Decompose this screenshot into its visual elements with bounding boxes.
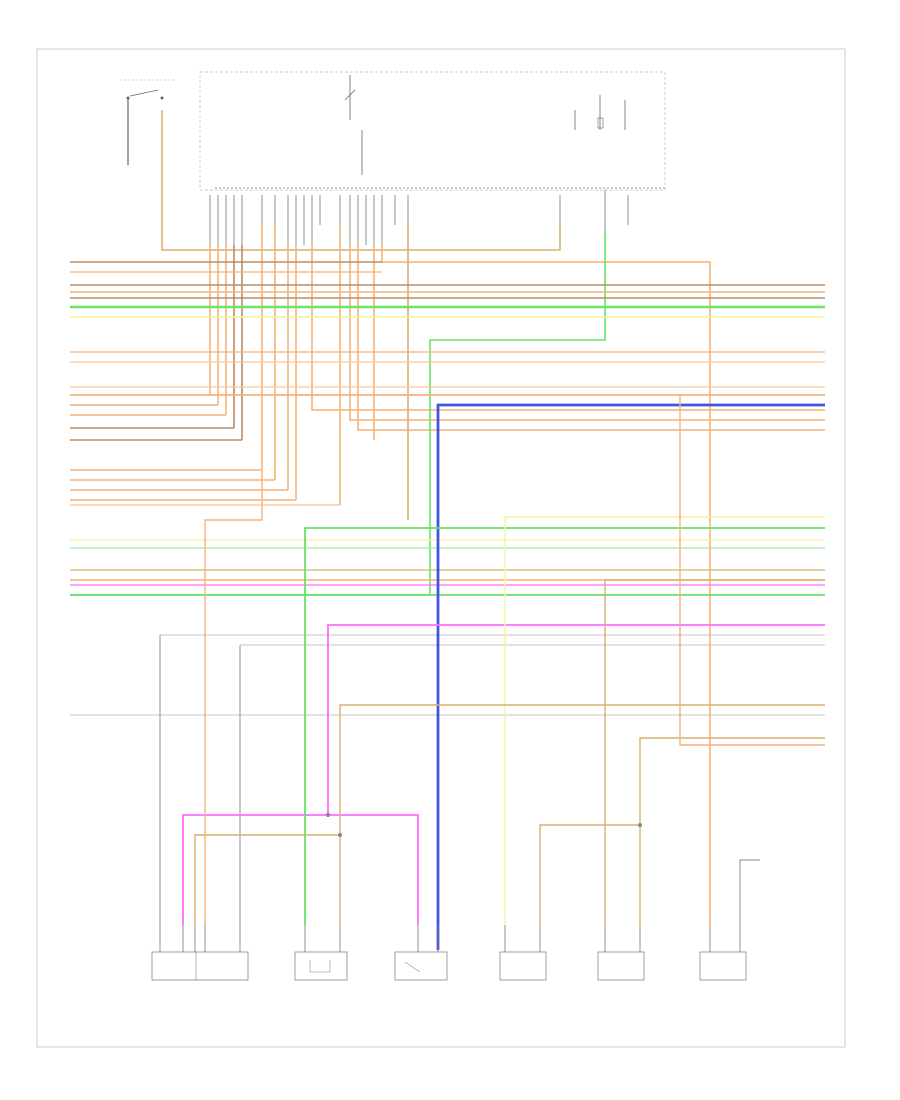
harness-lines bbox=[70, 261, 825, 716]
ecm-connector-block bbox=[199, 71, 666, 191]
fuse-block-right bbox=[574, 95, 626, 130]
iat-sensor bbox=[499, 951, 547, 981]
sensor-drops bbox=[159, 395, 825, 935]
pink-signal-wire bbox=[182, 624, 825, 925]
fuse-block-left bbox=[344, 75, 363, 175]
pink-signal-wire-2 bbox=[328, 814, 419, 925]
fuel-pump-relay bbox=[120, 79, 175, 165]
heated-o2-sensor-1 bbox=[151, 951, 249, 981]
knock-sensor bbox=[294, 951, 348, 981]
heated-o2-sensor-2 bbox=[699, 951, 747, 981]
blue-signal-wire bbox=[436, 403, 825, 950]
green-sensor-wire bbox=[304, 527, 825, 925]
splice-points bbox=[326, 813, 642, 837]
diagram-frame bbox=[36, 48, 846, 1048]
map-sensor bbox=[394, 951, 448, 981]
component-pin-stubs bbox=[159, 925, 741, 952]
ecm-connector-pins bbox=[209, 190, 629, 245]
ect-sensor bbox=[597, 951, 645, 981]
